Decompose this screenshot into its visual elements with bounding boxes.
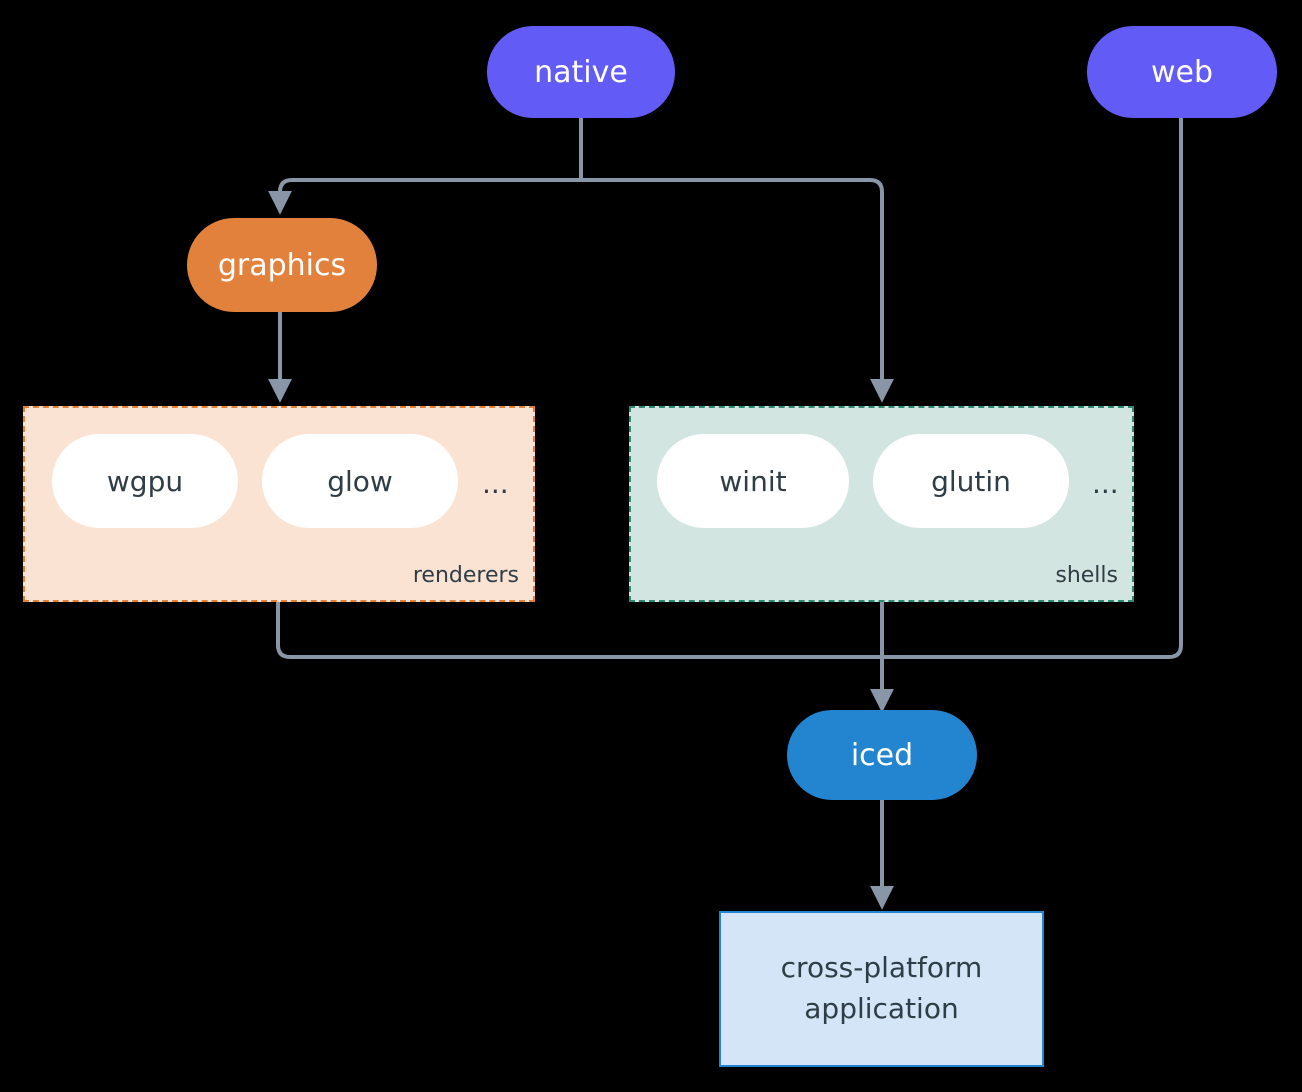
node-web[interactable]: web <box>1087 26 1277 118</box>
group-renderers-label: renderers <box>412 563 519 588</box>
leaf-pill-winit-label: winit <box>719 464 787 498</box>
node-web-label: web <box>1150 54 1214 90</box>
node-iced-label: iced <box>850 737 914 773</box>
node-iced[interactable]: iced <box>787 710 977 800</box>
node-application-line2: application <box>804 992 959 1025</box>
node-graphics[interactable]: graphics <box>187 218 377 312</box>
shells-more-ellipsis: ... <box>1092 467 1119 500</box>
leaf-pill-wgpu-label: wgpu <box>106 464 184 498</box>
node-application-line1: cross-platform <box>780 951 983 985</box>
group-shells: winit glutin ... shells <box>629 406 1134 602</box>
leaf-pill-winit[interactable]: winit <box>657 434 849 528</box>
leaf-pill-glutin[interactable]: glutin <box>873 434 1069 528</box>
node-native-label: native <box>534 54 628 90</box>
leaf-pill-glow[interactable]: glow <box>262 434 458 528</box>
edge-native-to-shells <box>581 178 894 403</box>
node-native[interactable]: native <box>487 26 675 118</box>
node-graphics-label: graphics <box>217 247 347 283</box>
group-renderers: wgpu glow ... renderers <box>23 406 535 602</box>
node-application[interactable]: cross-platform application <box>719 911 1044 1067</box>
leaf-pill-glutin-label: glutin <box>931 464 1011 498</box>
edge-renderers-to-iced <box>276 602 882 659</box>
leaf-pill-wgpu[interactable]: wgpu <box>52 434 238 528</box>
leaf-pill-glow-label: glow <box>327 464 393 498</box>
edge-native-to-graphics <box>268 178 581 215</box>
renderers-more-ellipsis: ... <box>482 467 509 500</box>
group-shells-label: shells <box>1055 563 1118 588</box>
